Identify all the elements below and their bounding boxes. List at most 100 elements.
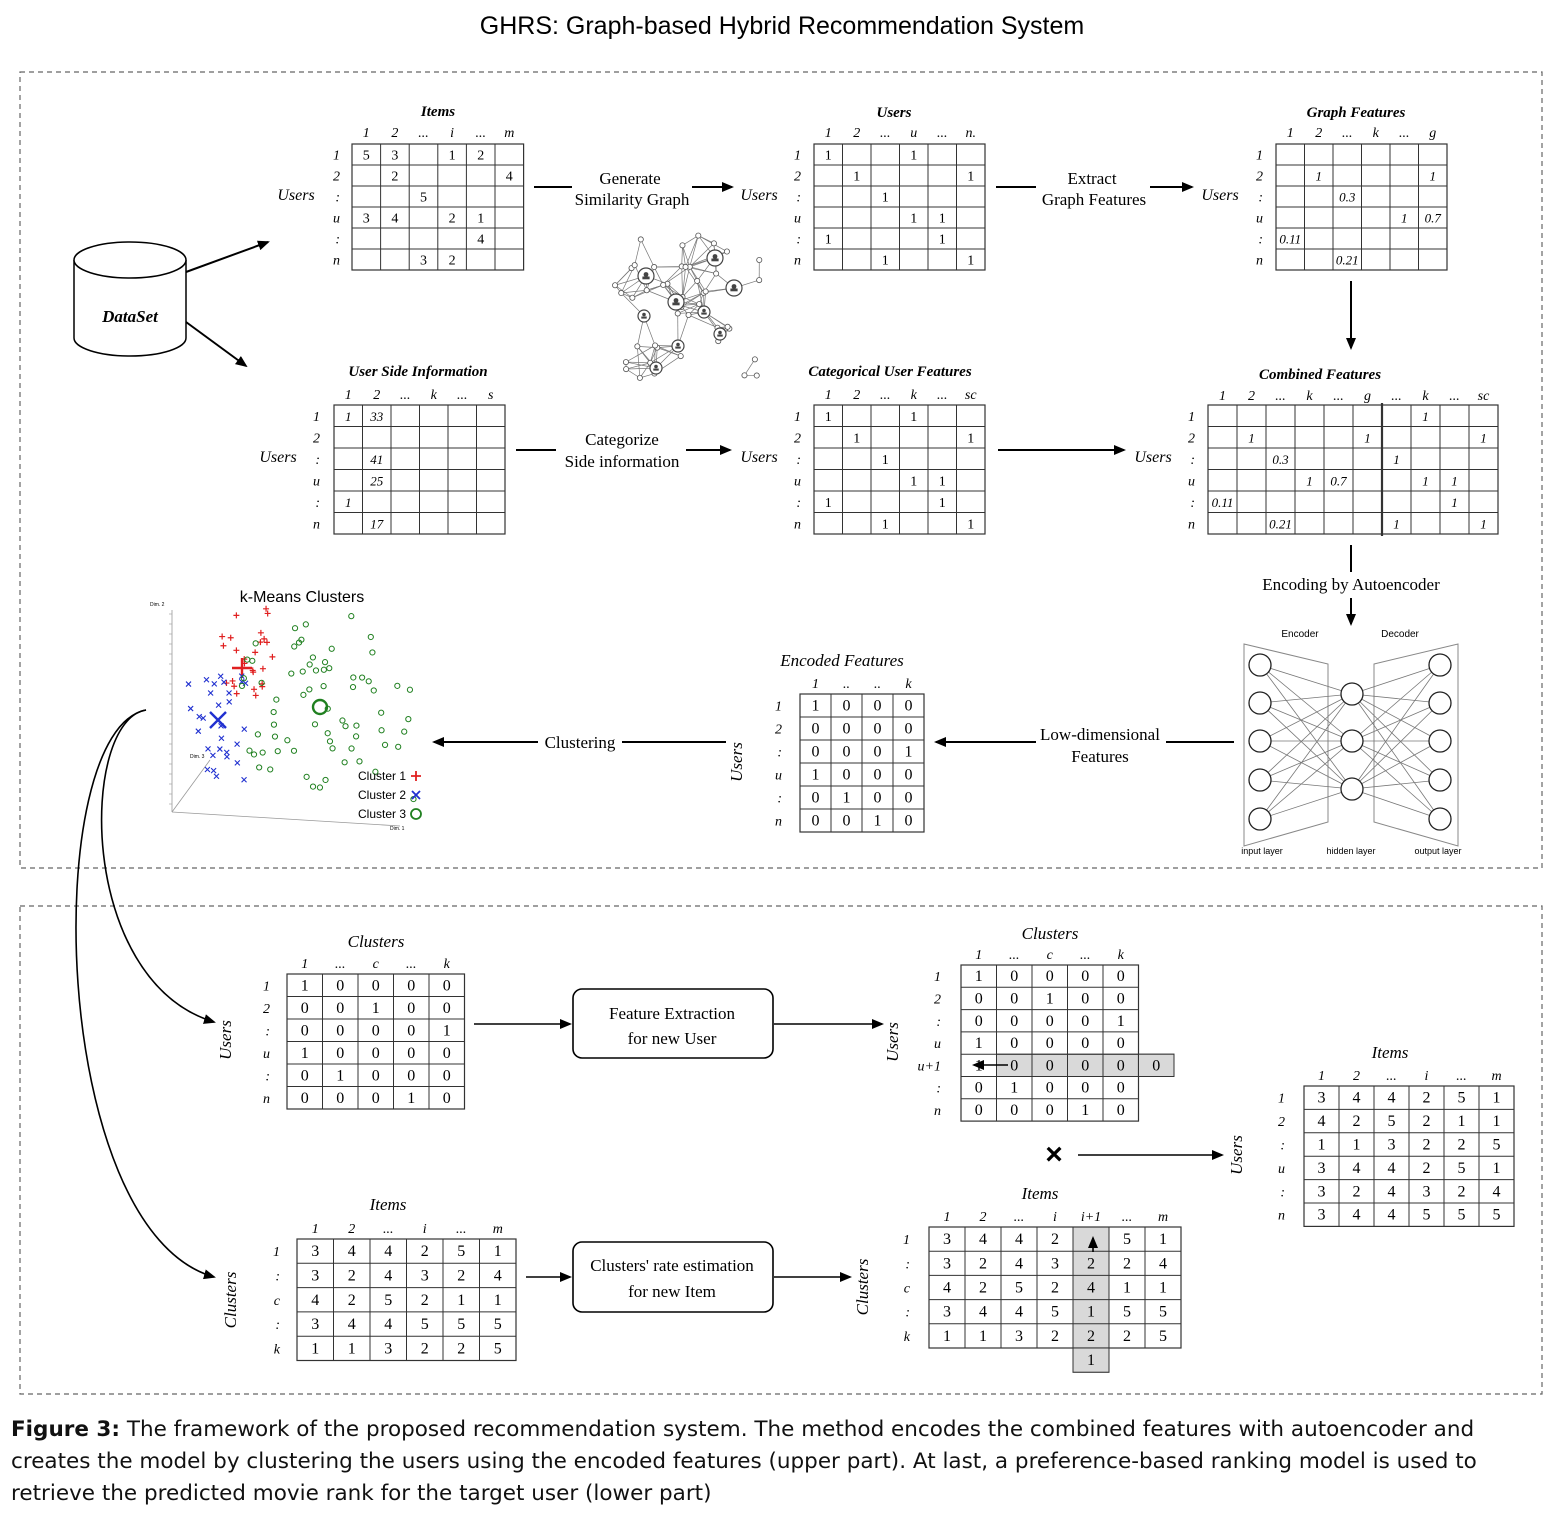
matrix-cell: 1	[882, 191, 889, 206]
matrix-cell: 1	[939, 474, 946, 489]
matrix-cell: 0	[843, 698, 851, 715]
row-header: 2	[313, 431, 320, 446]
graph-edge	[744, 359, 756, 376]
cluster-3-point	[381, 741, 389, 748]
matrix-cell: 0	[407, 1045, 415, 1062]
matrix-cell: 3	[943, 1304, 951, 1321]
matrix-cell: 0	[1046, 1102, 1054, 1119]
row-header: :	[1258, 191, 1263, 206]
matrix-cell: 5	[1493, 1207, 1501, 1224]
graph-node	[724, 323, 731, 330]
cluster-3-point	[238, 682, 246, 690]
graph-node	[679, 242, 686, 249]
cluster-1-point	[220, 642, 227, 649]
cluster-3-point	[252, 640, 259, 647]
matrix-cell: 1	[1159, 1280, 1167, 1297]
column-header: ...	[335, 957, 346, 972]
matrix-cell: 0.21	[1269, 516, 1292, 531]
matrix-cell: 0	[975, 990, 983, 1007]
column-header: 2	[1315, 126, 1322, 141]
column-header: ...	[1122, 1210, 1133, 1225]
encoder-connection	[1259, 693, 1353, 742]
graph-node	[637, 236, 644, 243]
cluster-2-point	[234, 741, 240, 747]
cluster-3-point	[258, 679, 265, 686]
column-header: ...	[1333, 389, 1344, 404]
matrix-cell: 4	[1353, 1090, 1361, 1107]
graph-node	[674, 310, 681, 317]
matrix-cell: 2	[421, 1243, 429, 1260]
matrix-cell: 4	[1493, 1183, 1501, 1200]
matrix-cell: 1	[1393, 516, 1400, 531]
matrix-cell: 3	[363, 212, 370, 227]
cluster-1-point	[263, 605, 270, 612]
column-header: ...	[383, 1222, 394, 1237]
decoder-connection	[1351, 702, 1441, 790]
column-header: ...	[1391, 389, 1402, 404]
row-header: u	[775, 769, 782, 784]
column-header: s	[488, 388, 494, 403]
decoder-trapezoid	[1373, 643, 1459, 847]
matrix-cell: 2	[1458, 1137, 1466, 1154]
graph-edge	[682, 245, 686, 267]
row-header: u	[1188, 474, 1195, 489]
graph-edge	[681, 266, 683, 298]
graph-node	[710, 240, 717, 247]
matrix-cell: 1	[1010, 1080, 1018, 1097]
encoder-connection	[1259, 693, 1353, 704]
matrix-cell: 0	[1046, 1035, 1054, 1052]
matrix-cell: 17	[370, 516, 384, 531]
matrix-cell: 5	[1159, 1304, 1167, 1321]
kmeans-scatter-plot: k-Means Clusters Dim. 2 Dim. 3 Dim. 1 Cl…	[150, 589, 422, 832]
matrix-cell: 1	[443, 1022, 451, 1039]
row-header: 1	[775, 700, 782, 715]
matrix-cell: 1	[939, 212, 946, 227]
row-header: u	[794, 474, 801, 489]
row-header: n	[263, 1092, 270, 1107]
row-header: u	[333, 212, 340, 227]
user-icon	[641, 316, 647, 319]
matrix-title: Items	[369, 1195, 407, 1214]
matrix-cell: 1	[1430, 169, 1437, 184]
matrix-cell: 2	[1051, 1280, 1059, 1297]
matrix-cell: 1	[1081, 1102, 1089, 1119]
matrix-cell: 0	[336, 1022, 344, 1039]
user-icon	[642, 276, 650, 280]
matrix-cell: 1	[1353, 1137, 1361, 1154]
matrix-cell: 1	[1458, 1113, 1466, 1130]
cluster-3-point	[359, 674, 366, 681]
input-neuron	[1248, 768, 1272, 792]
matrix-cell: 4	[384, 1316, 392, 1333]
row-header: :	[1258, 233, 1263, 248]
matrix-cell: 0	[1046, 968, 1054, 985]
column-header: sc	[965, 388, 977, 403]
matrix-cell: 4	[1388, 1160, 1396, 1177]
row-header: :	[265, 1069, 270, 1084]
column-header: ...	[1080, 948, 1091, 963]
cluster-3-point	[341, 759, 348, 766]
column-header: i	[450, 126, 454, 141]
matrix-cell: 2	[1087, 1328, 1095, 1345]
column-header: 2	[348, 1222, 355, 1237]
matrix-cell: 0	[812, 721, 820, 738]
row-axis-title: Users	[1134, 449, 1171, 466]
legend-label: Cluster 1	[358, 769, 406, 783]
row-header: 2	[934, 992, 941, 1007]
row-header: 1	[903, 1233, 910, 1248]
matrix-cell: 5	[384, 1292, 392, 1309]
graph-edge	[639, 362, 651, 379]
cluster-1-point	[259, 665, 266, 672]
row-header: :	[335, 191, 340, 206]
input-neuron	[1248, 729, 1272, 753]
column-header: ...	[880, 126, 891, 141]
multiply-sign: ×	[1045, 1138, 1063, 1171]
cluster-3-point	[369, 649, 376, 656]
graph-node	[612, 282, 619, 289]
matrix-cell: 1	[1046, 990, 1054, 1007]
hidden-neuron	[1340, 729, 1364, 753]
row-axis-title: Users	[1201, 187, 1238, 204]
matrix-cell: 1	[910, 410, 917, 425]
cluster-2-point	[207, 690, 214, 696]
